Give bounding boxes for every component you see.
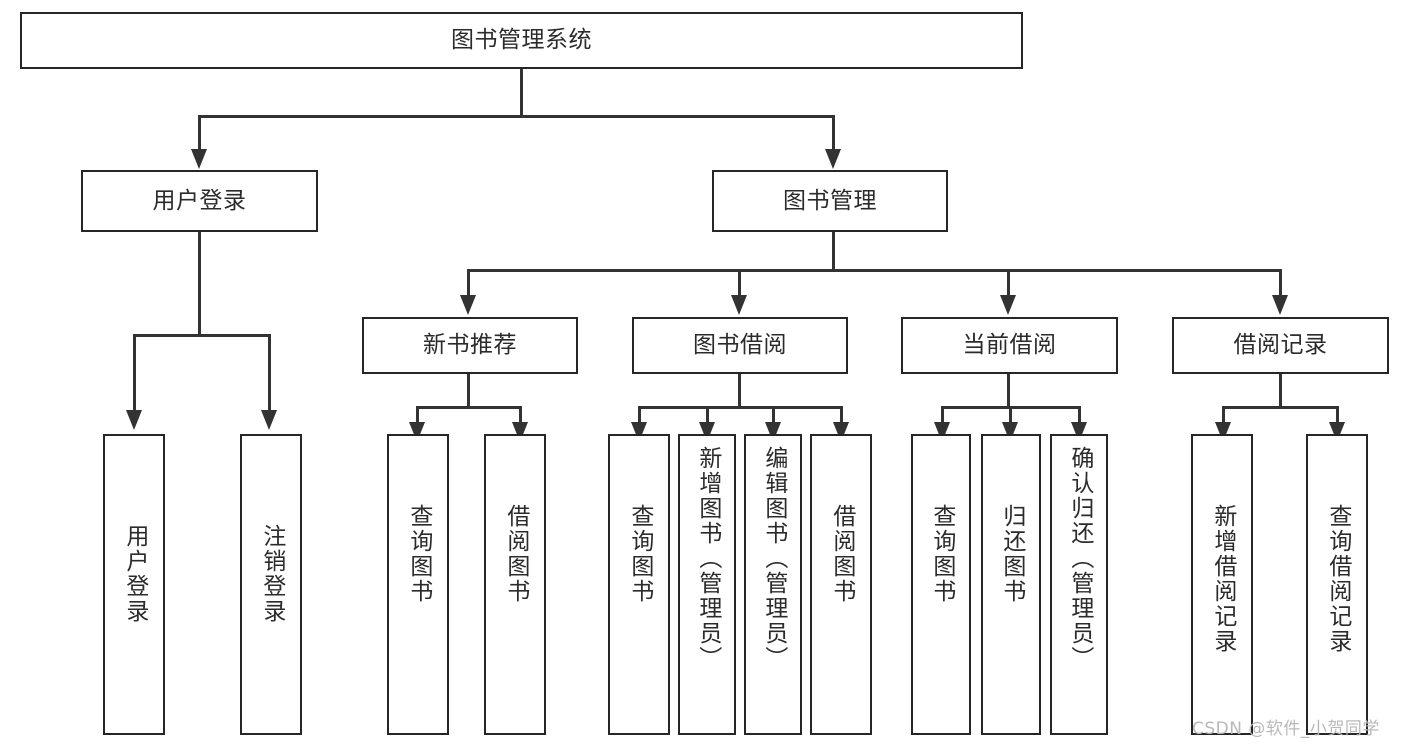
connector-book-manage-child-4 [1279,269,1282,297]
connector-root-stem [520,69,523,117]
node-label: 查询图书 [626,504,653,604]
leaf-book-borrow-add-book[interactable]: 新增图书（管理员） [678,434,736,735]
arrow-book-manage-child-2 [731,295,747,315]
node-label: 查询图书 [405,504,432,604]
leaf-current-borrow-return-book[interactable]: 归还图书 [981,434,1041,735]
arrow-user-login-child-2 [261,410,277,430]
connector-book-borrow-child-4 [840,406,843,424]
node-book-borrow[interactable]: 图书借阅 [632,317,848,374]
node-label: 新增图书（管理员） [694,446,721,671]
connector-new-book-child-1 [416,406,419,424]
node-label: 注销登录 [258,524,285,624]
connector-root-to-user-login [198,115,201,151]
node-label: 图书借阅 [693,332,787,359]
arrow-root-to-book-manage [825,149,841,169]
node-label: 确认归还（管理员） [1066,446,1093,671]
leaf-book-borrow-edit-book[interactable]: 编辑图书（管理员） [744,434,802,735]
connector-borrow-record-child-1 [1222,406,1225,424]
connector-borrow-record-stem [1279,374,1282,408]
connector-book-borrow-child-3 [772,406,775,424]
connector-book-borrow-stem [738,374,741,408]
node-label: 用户登录 [152,187,247,214]
leaf-current-borrow-confirm-return[interactable]: 确认归还（管理员） [1050,434,1108,735]
arrow-book-manage-child-3 [1000,295,1016,315]
connector-current-borrow-child-3 [1078,406,1081,424]
node-label: 借阅图书 [502,504,529,604]
connector-user-login-stem [198,232,201,337]
connector-user-login-bar [133,334,270,337]
node-label: 查询借阅记录 [1324,504,1351,654]
connector-current-borrow-child-1 [941,406,944,424]
node-label: 借阅记录 [1233,332,1328,359]
arrow-book-manage-child-4 [1272,295,1288,315]
connector-user-login-child-1 [133,334,136,412]
connector-root-to-book-manage [832,115,835,151]
leaf-borrow-record-query-record[interactable]: 查询借阅记录 [1306,434,1368,735]
node-label: 当前借阅 [962,332,1057,359]
arrow-book-manage-child-1 [460,295,476,315]
connector-book-manage-child-2 [738,269,741,297]
connector-book-borrow-bar [638,406,843,409]
leaf-book-borrow-query-book[interactable]: 查询图书 [608,434,670,735]
node-label: 编辑图书（管理员） [760,446,787,671]
connector-borrow-record-child-2 [1336,406,1339,424]
leaf-borrow-record-add-record[interactable]: 新增借阅记录 [1191,434,1253,735]
connector-book-manage-bar [467,269,1279,272]
leaf-current-borrow-query-book[interactable]: 查询图书 [911,434,971,735]
leaf-book-borrow-borrow-book[interactable]: 借阅图书 [810,434,872,735]
connector-book-manage-stem [832,232,835,272]
connector-new-book-child-2 [519,406,522,424]
node-label: 借阅图书 [828,504,855,604]
watermark-text: CSDN @软件_小贺同学 [1192,719,1380,739]
connector-current-borrow-stem [1007,374,1010,408]
connector-book-manage-child-1 [467,269,470,297]
node-label: 图书管理 [783,187,877,214]
node-root-system[interactable]: 图书管理系统 [20,12,1023,69]
node-label: 用户登录 [121,524,148,624]
leaf-user-login-login[interactable]: 用户登录 [103,434,165,735]
arrow-user-login-child-1 [126,410,142,430]
leaf-new-book-query-book[interactable]: 查询图书 [387,434,449,735]
arrow-root-to-user-login [191,149,207,169]
node-user-login[interactable]: 用户登录 [81,170,318,232]
node-current-borrow[interactable]: 当前借阅 [901,317,1118,374]
connector-book-manage-child-3 [1007,269,1010,297]
node-label: 归还图书 [998,504,1025,604]
node-label: 查询图书 [928,504,955,604]
connector-book-borrow-child-1 [638,406,641,424]
leaf-user-login-logout[interactable]: 注销登录 [240,434,302,735]
leaf-new-book-borrow-book[interactable]: 借阅图书 [484,434,546,735]
node-book-management[interactable]: 图书管理 [712,170,948,232]
node-borrow-record[interactable]: 借阅记录 [1172,317,1389,374]
connector-new-book-stem [467,374,470,408]
node-new-book-recommend[interactable]: 新书推荐 [362,317,578,374]
node-label: 图书管理系统 [451,27,592,54]
node-label: 新增借阅记录 [1209,504,1236,654]
connector-current-borrow-child-2 [1009,406,1012,424]
connector-user-login-child-2 [268,334,271,412]
connector-book-borrow-child-2 [706,406,709,424]
connector-borrow-record-bar [1222,406,1339,409]
connector-root-bar [198,115,835,118]
node-label: 新书推荐 [423,332,517,359]
connector-new-book-bar [416,406,522,409]
